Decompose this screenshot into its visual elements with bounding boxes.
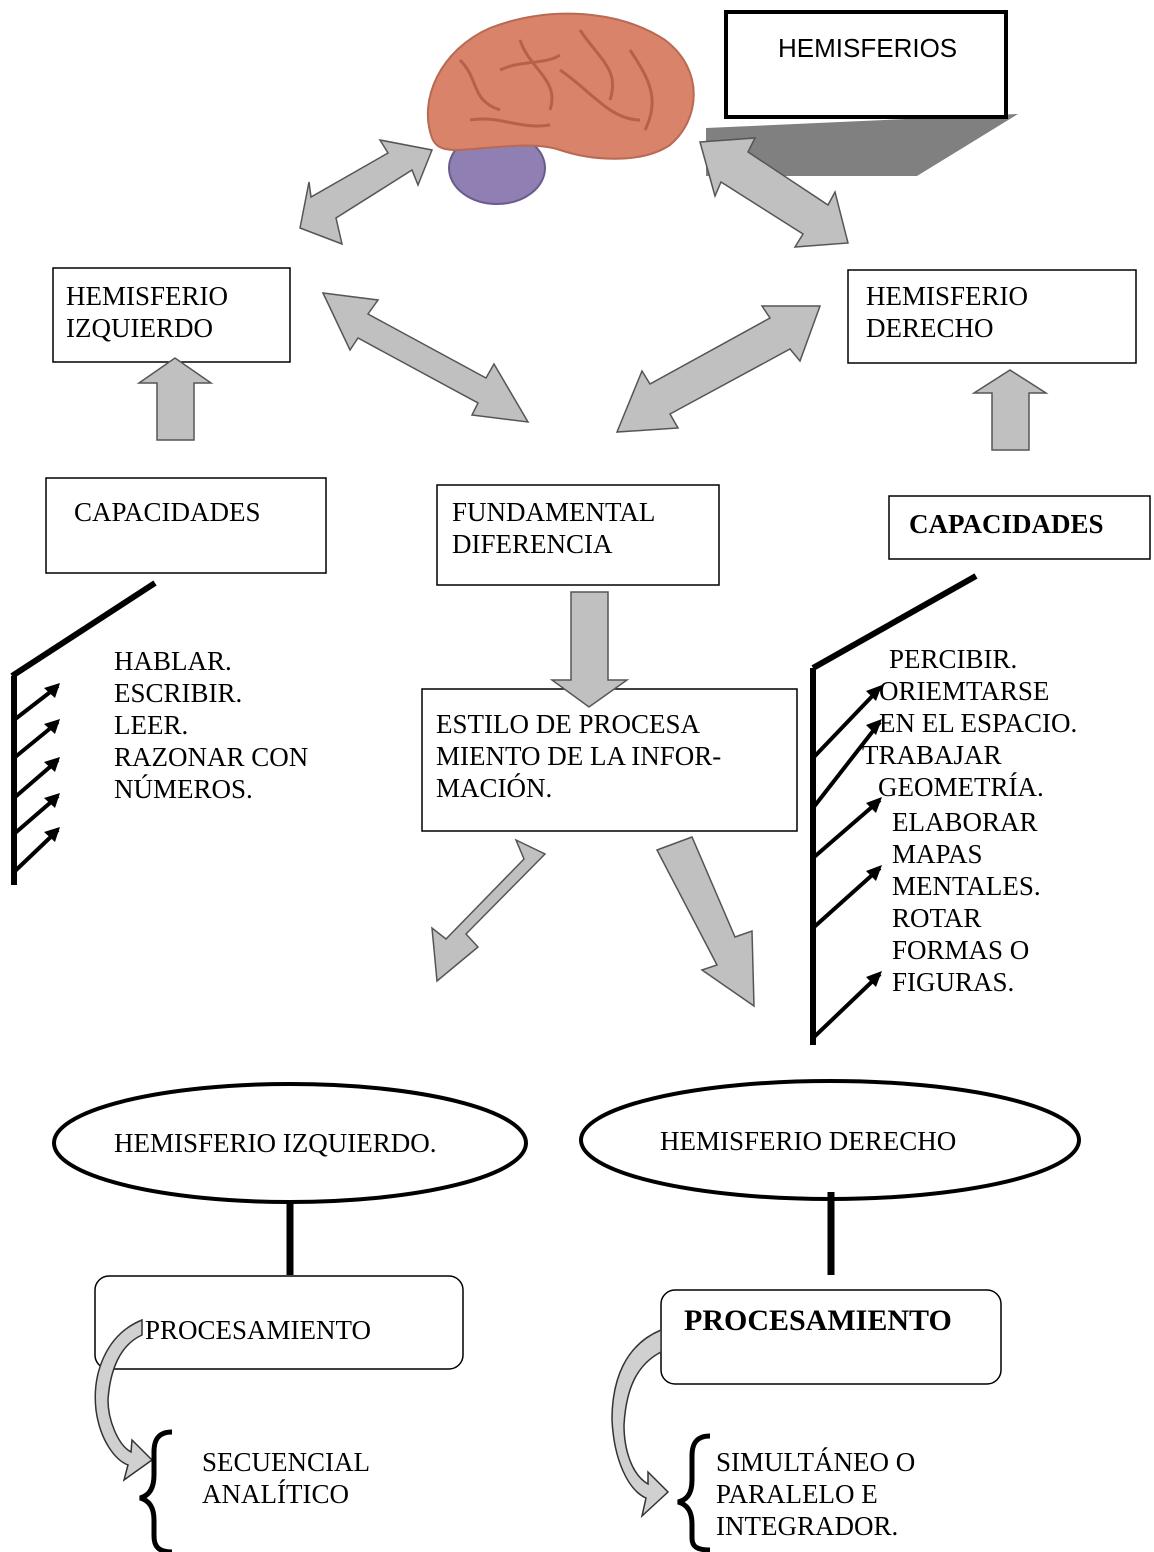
bracket [677, 1433, 711, 1552]
style-box [421, 688, 798, 832]
right-hemisphere-label: HEMISFERIO DERECHO [866, 281, 1029, 343]
right-processing-label: PROCESAMIENTO [684, 1304, 952, 1337]
center-label: FUNDAMENTAL DIFERENCIA [452, 497, 656, 559]
block-arrow [431, 838, 547, 983]
left-processing-label: PROCESAMIENTO [145, 1315, 372, 1345]
title-box [724, 10, 1008, 119]
diagonal-arrows [431, 836, 755, 1008]
right-ability-item: FIGURAS. [892, 967, 1015, 997]
right-ability-item: ROTAR [892, 903, 982, 933]
block-arrow [549, 591, 630, 708]
left-ability-item: NÚMEROS. [114, 774, 253, 804]
left-capacidades-label: CAPACIDADES [74, 497, 261, 527]
right-ability-item: ELABORAR [892, 807, 1038, 837]
right-capacidades-label: CAPACIDADES [909, 509, 1104, 539]
right-ability-item: TRABAJAR [862, 740, 1002, 770]
right-result-label: SIMULTÁNEO O PARALELO E INTEGRADOR. [716, 1447, 916, 1541]
right-ability-item: MAPAS [892, 839, 983, 869]
left-processing-box [94, 1275, 464, 1370]
double-arrow [299, 138, 434, 246]
left-ability-item: HABLAR. [114, 646, 232, 676]
left-ability-arrowheads [44, 683, 60, 842]
left-capacidades-box [45, 477, 327, 574]
right-ability-item: FORMAS O [892, 935, 1030, 965]
double-arrow [321, 292, 530, 423]
right-ability-arrowheads [866, 685, 882, 987]
bracket [139, 1429, 173, 1552]
right-ability-item: GEOMETRÍA. [878, 772, 1044, 802]
left-ability-item: ESCRIBIR. [114, 678, 243, 708]
left-result-label: SECUENCIAL ANALÍTICO [202, 1447, 370, 1509]
right-capacidades-box [888, 495, 1151, 560]
right-ellipse-label: HEMISFERIO DERECHO [660, 1126, 957, 1156]
right-ability-item: MENTALES. [892, 871, 1041, 901]
style-label: ESTILO DE PROCESA MIENTO DE LA INFOR- MA… [436, 709, 722, 803]
left-ability-lines [10, 580, 157, 885]
double-arrow [699, 137, 849, 248]
right-ability-lines [810, 573, 978, 1045]
block-arrow [971, 369, 1049, 451]
right-ability-item: PERCIBIR. [889, 644, 1018, 674]
left-ability-item: RAZONAR CON [114, 742, 309, 772]
up-arrows [136, 357, 1049, 451]
center-box [436, 484, 720, 586]
block-arrow [136, 357, 214, 441]
brain-image [426, 12, 695, 205]
title-text: HEMISFERIOS [778, 33, 958, 63]
left-ellipse-label: HEMISFERIO IZQUIERDO. [114, 1128, 437, 1158]
left-ability-item: LEER. [114, 710, 189, 740]
double-arrow [615, 305, 822, 433]
right-ability-item: EN EL ESPACIO. [879, 708, 1078, 738]
left-hemisphere-box [52, 267, 291, 363]
right-ability-item: ORIEMTARSE [879, 676, 1050, 706]
left-hemisphere-label: HEMISFERIO IZQUIERDO [66, 281, 229, 343]
block-arrow [655, 836, 755, 1008]
title-shadow [706, 114, 1018, 176]
curved-arrow [94, 1318, 154, 1482]
double-arrows [299, 137, 849, 433]
right-hemisphere-box [847, 269, 1137, 364]
curved-arrow [611, 1328, 670, 1519]
